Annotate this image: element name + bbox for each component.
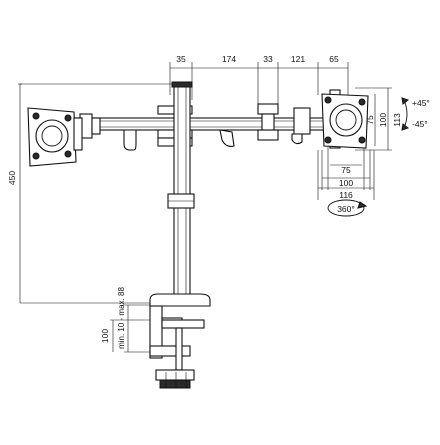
rotation-label: 360° bbox=[337, 204, 355, 214]
dim-label-clamp-range: min. 10 - max. 88 bbox=[117, 287, 126, 349]
right-vesa-plate bbox=[321, 89, 369, 149]
dimension-lines bbox=[18, 62, 392, 353]
dim-label-174: 174 bbox=[222, 54, 236, 64]
tilt-symbol bbox=[401, 97, 410, 131]
center-pole bbox=[167, 81, 195, 303]
rotation-symbol bbox=[327, 199, 368, 217]
left-vesa-plate bbox=[27, 107, 83, 167]
tilt-down-label: -45° bbox=[412, 119, 428, 129]
dim-label-vesa-width-outer: 116 bbox=[339, 190, 353, 200]
dim-label-vesa-height-inner: 75 bbox=[365, 115, 375, 125]
dim-label-121: 121 bbox=[291, 54, 305, 64]
dimension-labels: 35 174 33 121 65 450 min. 10 - max. 88 1… bbox=[7, 54, 430, 349]
dim-label-33: 33 bbox=[263, 54, 273, 64]
dim-label-clamp-depth: 100 bbox=[100, 329, 110, 343]
dim-label-vesa-width-mid: 100 bbox=[339, 178, 353, 188]
tilt-up-label: +45° bbox=[412, 98, 430, 108]
dim-label-65: 65 bbox=[329, 54, 339, 64]
dim-label-vesa-width-inner: 75 bbox=[341, 165, 351, 175]
dim-label-vesa-height-outer: 113 bbox=[392, 113, 402, 127]
desk-clamp bbox=[149, 293, 211, 389]
dim-label-height-total: 450 bbox=[7, 171, 17, 185]
dim-label-35: 35 bbox=[176, 54, 186, 64]
dim-label-vesa-height-mid: 100 bbox=[378, 113, 388, 127]
